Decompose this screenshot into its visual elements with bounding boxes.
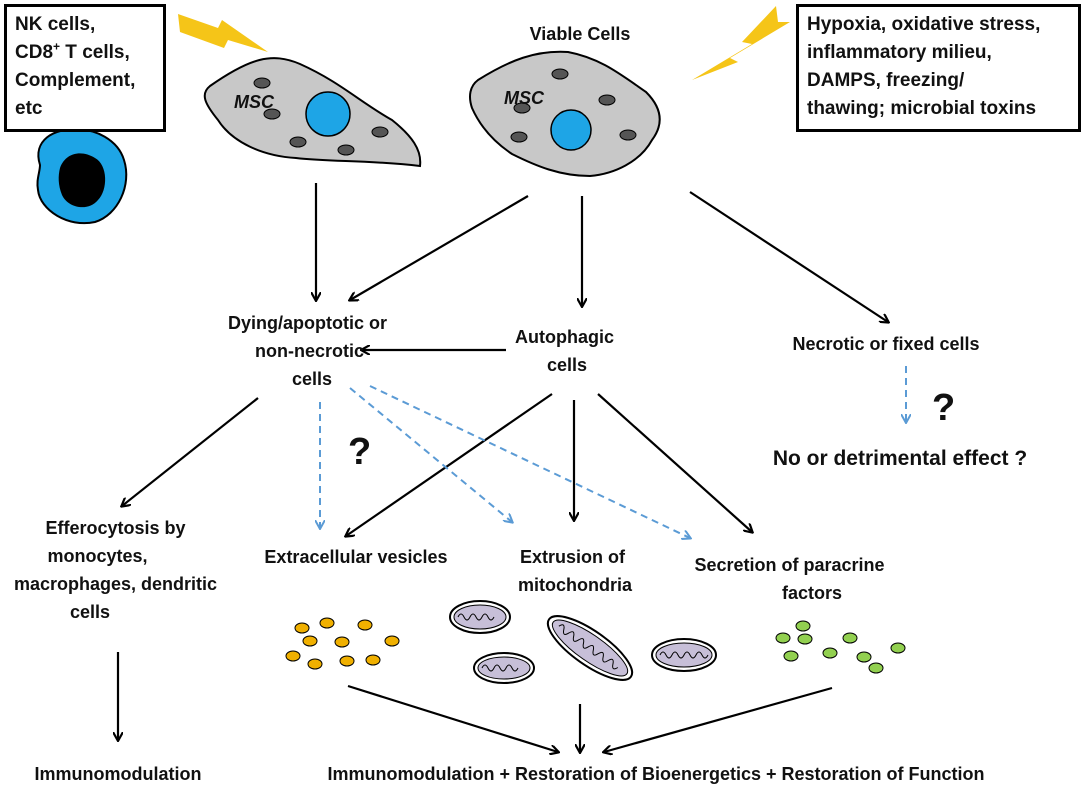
vesicle-dots [285,617,400,670]
msc-label: MSC [234,92,275,112]
question-mark: ? [348,431,371,473]
efferocytosis-label: Efferocytosis by monocytes, macrophages,… [14,518,222,622]
extracellular-vesicles-label: Extracellular vesicles [264,547,447,567]
superscript: + [53,39,61,54]
no-effect-label: No or detrimental effect ? [773,447,1027,470]
dying-cells-label: Dying/apoptotic or non-necrotic cells [228,313,392,389]
dashed-arrows [320,366,906,538]
mitochondrion-icon [651,638,717,672]
arrow [350,195,529,300]
box-line: Complement, [15,70,136,91]
box-line: thawing; microbial toxins [807,98,1037,119]
question-mark: ? [932,387,955,429]
mitochondria-label: Extrusion of mitochondria [518,547,633,595]
paracrine-label: Secretion of paracrine factors [694,555,889,603]
box-line: CD8+ T cells, [15,39,155,67]
immune-effectors-box: NK cells, CD8+ T cells, Complement, etc [4,4,166,132]
box-line: Hypoxia, oxidative stress, [807,14,1041,35]
arrow [689,191,888,322]
arrow [597,393,752,532]
lightning-bolt-icon [692,6,790,80]
necrotic-cells-label: Necrotic or fixed cells [792,334,979,354]
msc-cell [469,50,661,178]
box-line: DAMPS, freezing/ [807,70,965,91]
mitochondrion-icon [449,600,511,634]
arrows [118,183,888,752]
immunomodulation-label: Immunomodulation [35,764,202,784]
arrow [604,686,833,752]
outcome-label: Immunomodulation + Restoration of Bioene… [327,764,984,784]
box-line: etc [15,98,43,119]
arrow [347,684,558,752]
msc-cell [203,57,422,168]
immune-cell-icon [36,128,128,225]
box-text: CD8 [15,42,54,63]
msc-label: MSC [504,88,545,108]
box-line: inflammatory milieu, [807,42,992,63]
mitochondrion-icon [546,615,634,681]
viable-cells-label: Viable Cells [530,24,631,44]
paracrine-dots [775,620,906,674]
stress-factors-box: Hypoxia, oxidative stress, inflammatory … [796,4,1081,132]
box-text: T cells, [60,42,130,63]
arrow [122,397,259,506]
arrow [346,393,553,536]
lightning-bolt-icon [178,14,268,52]
box-line: NK cells, [15,14,96,35]
autophagic-cells-label: Autophagic cells [515,327,619,375]
mitochondrion-icon [473,652,535,684]
dashed-arrow [349,387,512,522]
